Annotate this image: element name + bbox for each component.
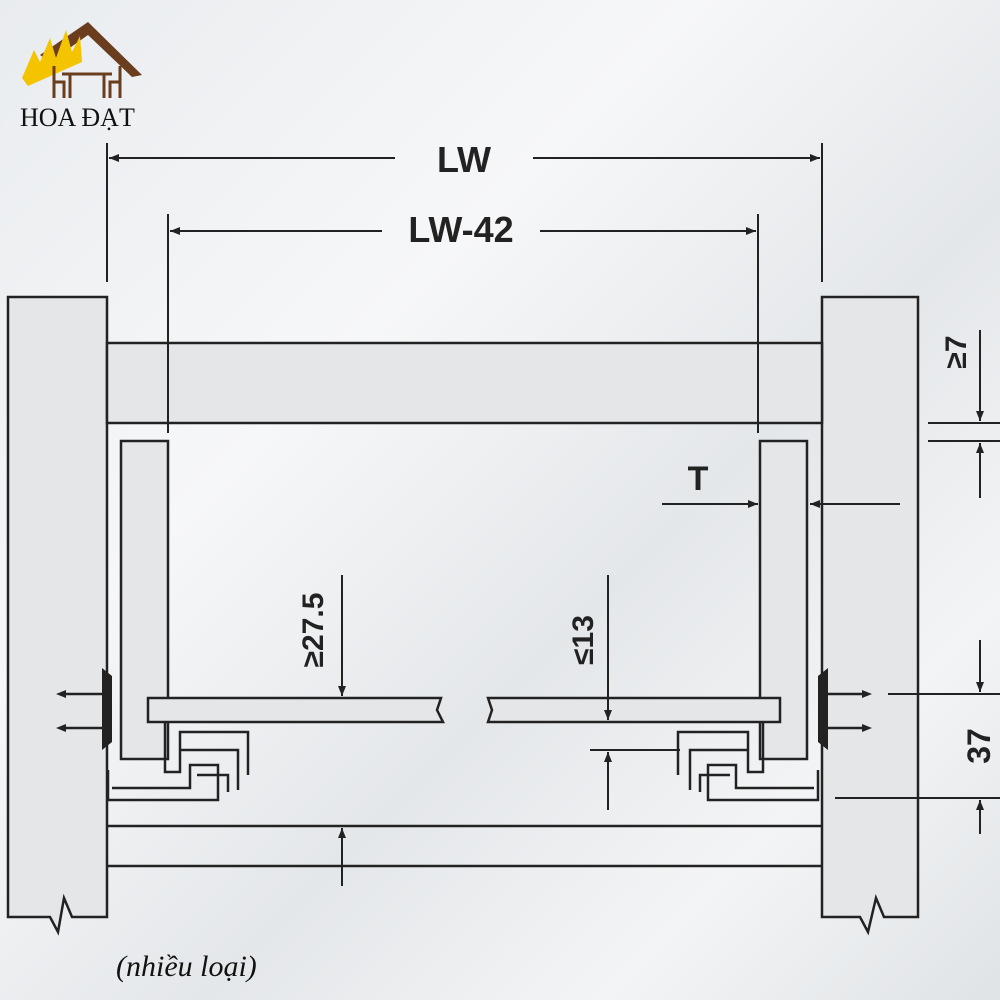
runner-height-label: 37	[961, 728, 997, 764]
brand-logo: HOA ĐẠT	[20, 22, 142, 132]
bottom-height-label: ≥27.5	[297, 593, 330, 668]
left-runner-profile	[106, 722, 250, 802]
overall-width-label: LW	[437, 139, 491, 180]
dimension-side-thickness: T	[662, 460, 900, 508]
right-cabinet-side	[820, 295, 920, 936]
logo-table-chairs-icon	[52, 66, 122, 98]
left-fixing-screws	[56, 668, 112, 750]
top-clearance-label: ≥7	[940, 335, 973, 368]
bottom-cabinet-rails	[107, 824, 822, 868]
logo-flame-icon	[22, 30, 82, 86]
right-runner-profile	[676, 722, 820, 802]
footnote: (nhiều loại)	[116, 950, 257, 983]
max-bottom-thickness-label: ≤13	[567, 615, 600, 665]
drawer-bottom-panel	[146, 696, 782, 724]
inner-width-label: LW-42	[408, 209, 513, 250]
dimension-runner-height: 37	[835, 640, 1000, 834]
dimension-max-bottom-thickness: ≤13	[567, 575, 680, 810]
left-cabinet-side	[6, 295, 109, 936]
dimension-lw-42: LW-42	[167, 209, 759, 433]
dimension-bottom-height: ≥27.5	[297, 575, 346, 886]
side-thickness-label: T	[688, 460, 709, 498]
right-fixing-screws	[818, 668, 872, 750]
dimension-top-clearance: ≥7	[928, 330, 1000, 498]
brand-name: HOA ĐẠT	[20, 103, 135, 132]
top-rail	[105, 341, 824, 425]
dimension-lw: LW	[106, 139, 823, 282]
